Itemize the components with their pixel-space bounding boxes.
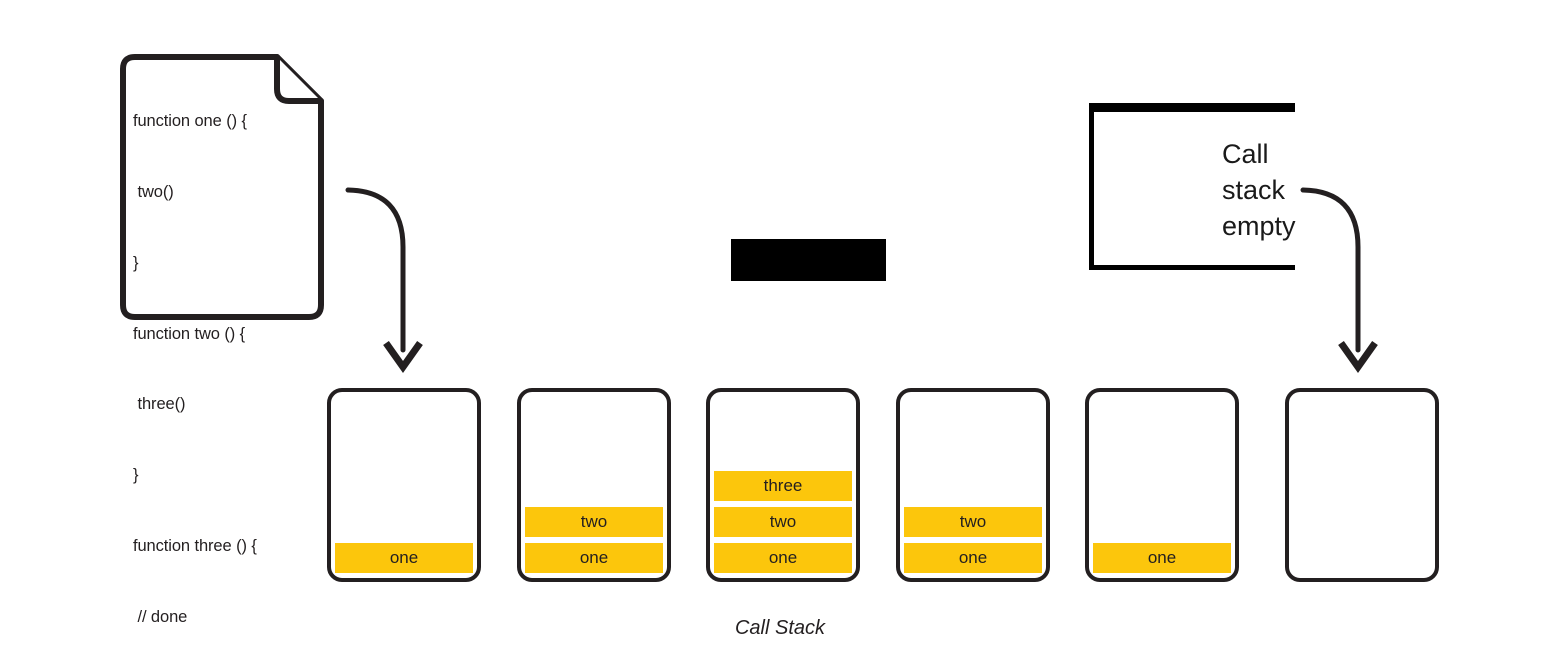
stack-frame-one: one — [335, 543, 473, 573]
diagram-caption: Call Stack — [734, 617, 826, 639]
stack-frame-one: one — [1093, 543, 1231, 573]
stack-frame-two: two — [904, 507, 1042, 537]
code-line: function two () { — [133, 324, 246, 343]
call-stack-box-4: two one — [896, 388, 1050, 582]
call-stack-box-3: three two one — [706, 388, 860, 582]
page-outline-icon — [120, 54, 324, 320]
code-line: } — [133, 466, 139, 485]
redacted-block — [731, 239, 886, 281]
call-stack-box-6 — [1285, 388, 1439, 582]
arrow-note-to-stack-icon — [1300, 187, 1378, 374]
code-line: function one () { — [133, 112, 247, 131]
stack-frame-three: three — [714, 471, 852, 501]
call-stack-box-1: one — [327, 388, 481, 582]
code-line: three() — [133, 395, 186, 414]
stack-frame-one: one — [525, 543, 663, 573]
code-line: two() — [133, 182, 174, 201]
call-stack-empty-box-top-rule — [1089, 103, 1295, 112]
call-stack-box-2: two one — [517, 388, 671, 582]
stack-frame-two: two — [525, 507, 663, 537]
stack-frame-one: one — [904, 543, 1042, 573]
call-stack-box-5: one — [1085, 388, 1239, 582]
arrow-code-to-stack-icon — [345, 187, 423, 374]
code-line: // done — [133, 607, 188, 626]
source-code-text: function one () { two() } function two (… — [133, 63, 323, 645]
code-line: } — [133, 253, 139, 272]
stack-frame-two: two — [714, 507, 852, 537]
stack-frame-one: one — [714, 543, 852, 573]
code-line: function three () { — [133, 536, 257, 555]
call-stack-empty-box — [1089, 103, 1295, 270]
call-stack-empty-label: Call stack empty — [1222, 139, 1296, 241]
source-code-page: function one () { two() } function two (… — [119, 53, 325, 626]
